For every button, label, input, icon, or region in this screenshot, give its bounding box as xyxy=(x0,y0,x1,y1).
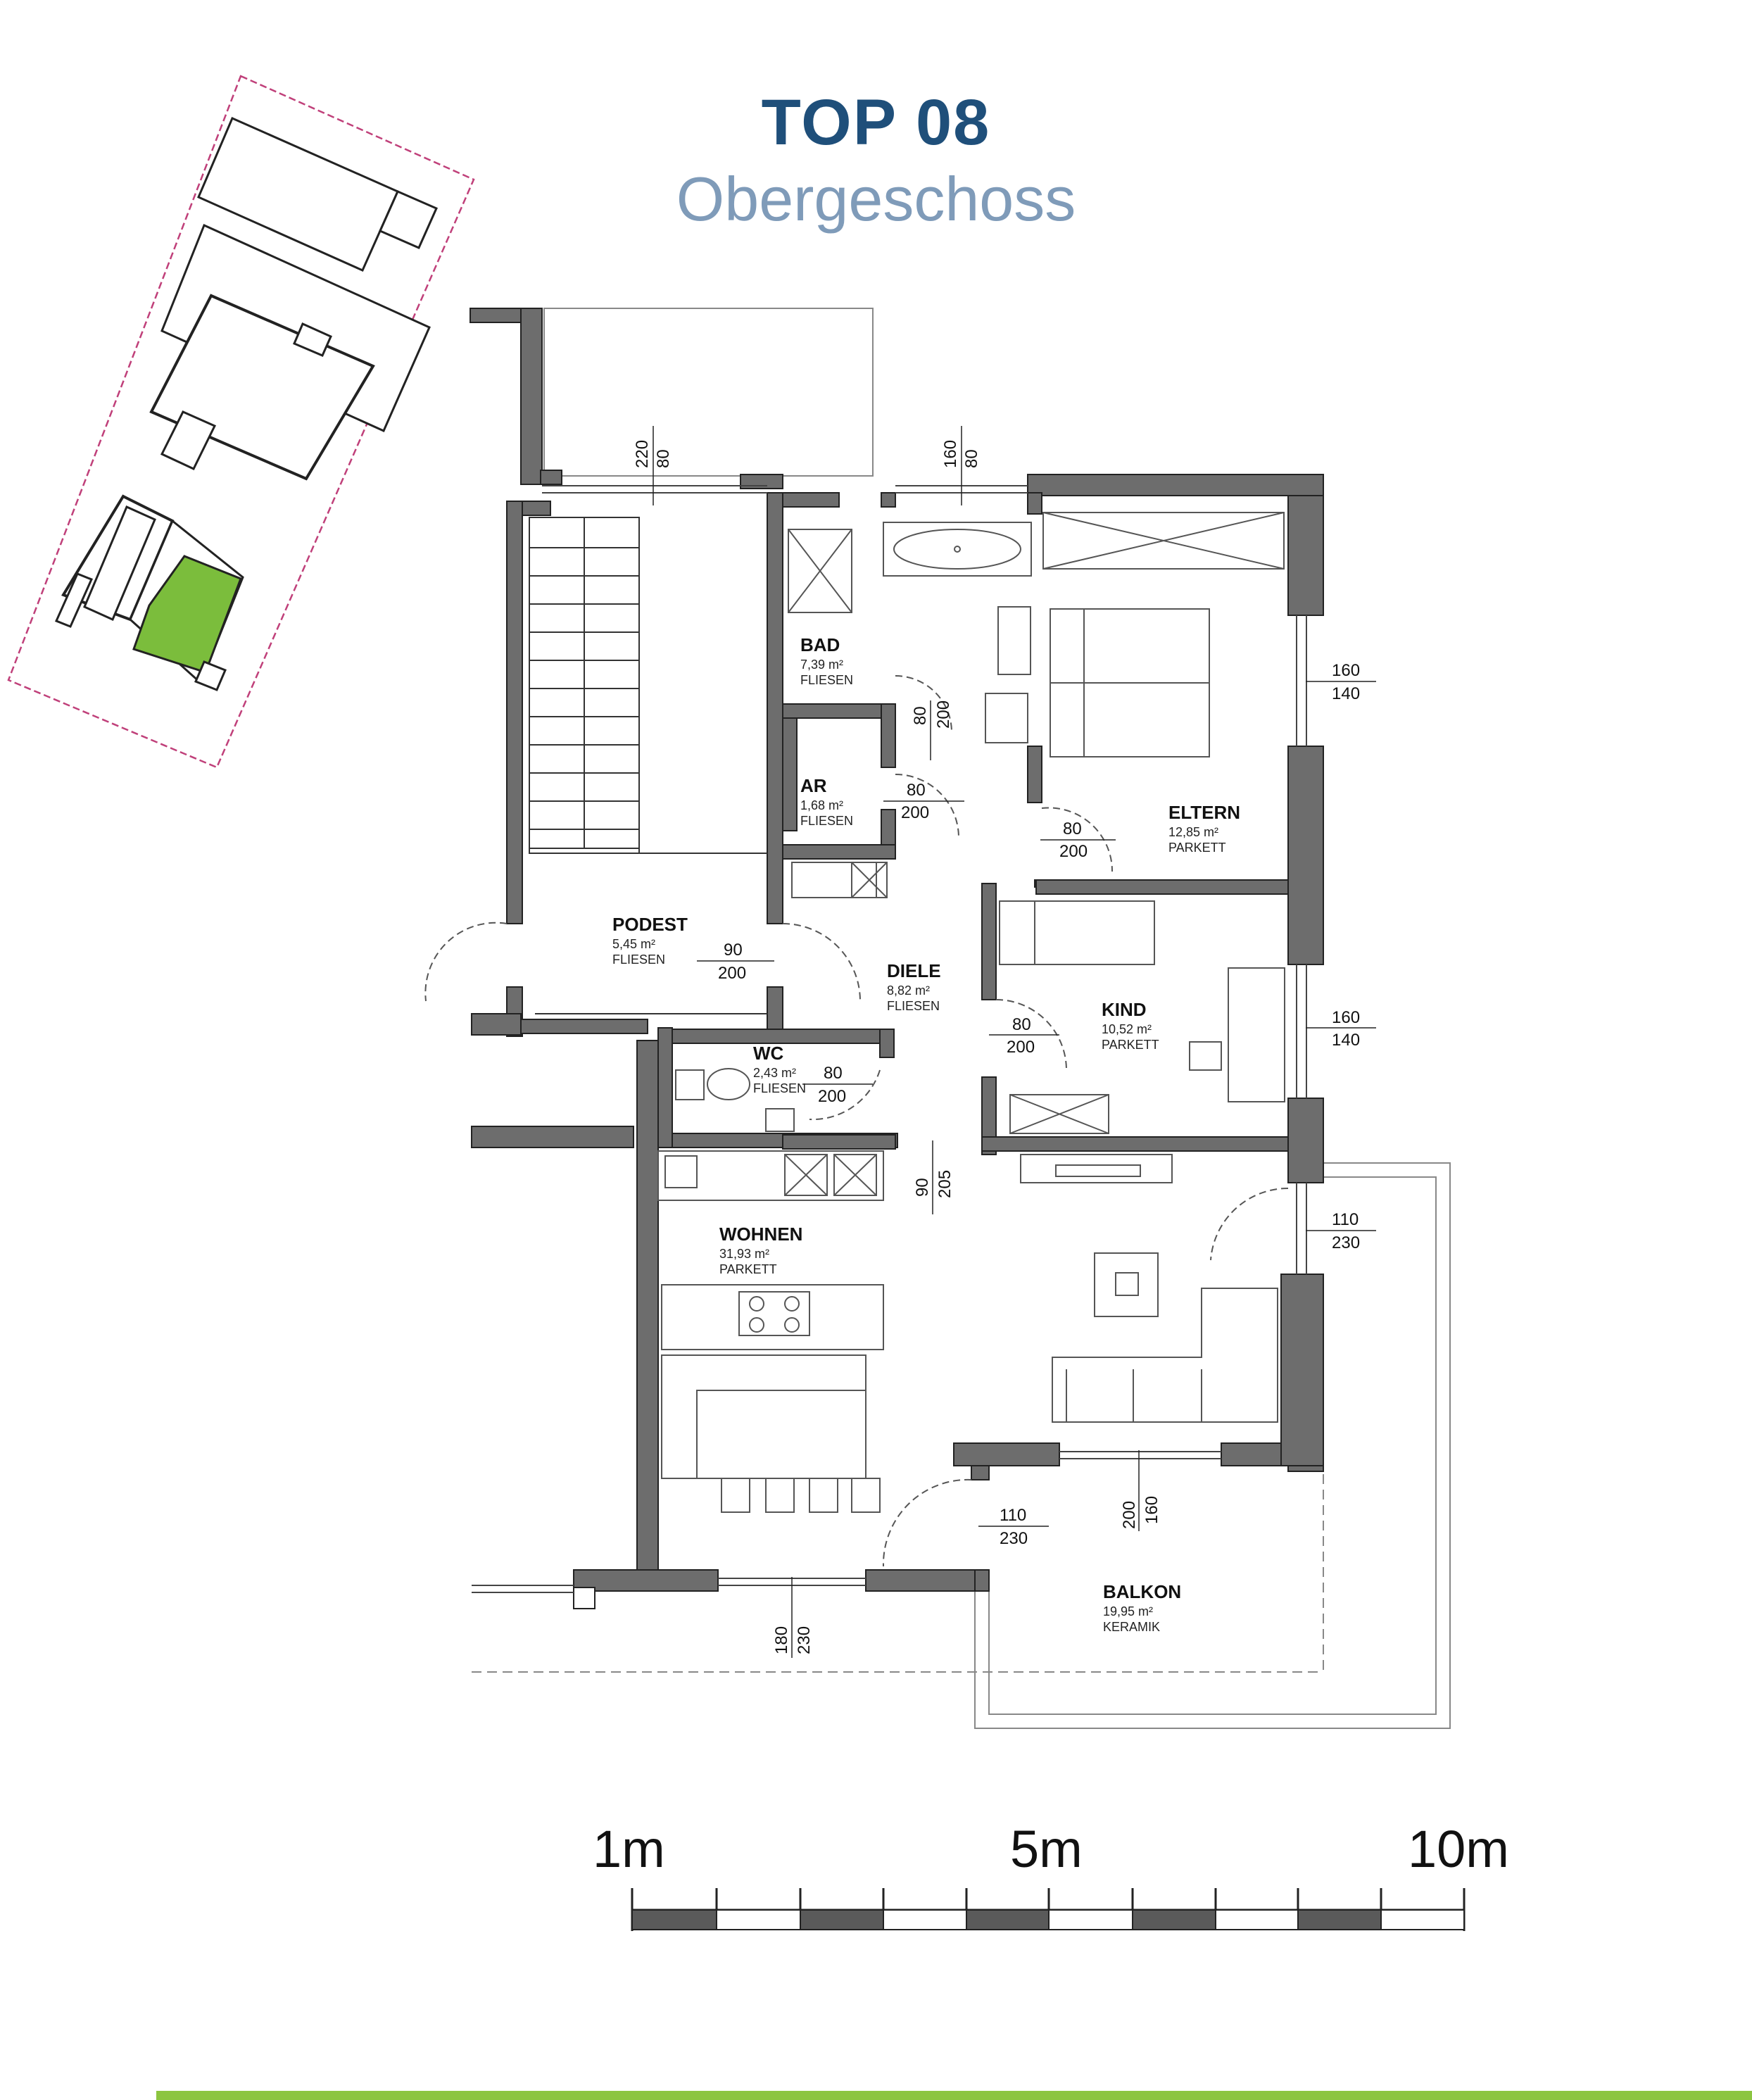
svg-text:140: 140 xyxy=(1332,684,1360,703)
svg-text:WOHNEN: WOHNEN xyxy=(719,1224,802,1245)
svg-text:8,82 m²: 8,82 m² xyxy=(887,983,930,998)
svg-text:200: 200 xyxy=(718,964,746,983)
svg-text:110: 110 xyxy=(1000,1506,1026,1525)
svg-text:FLIESEN: FLIESEN xyxy=(612,952,665,967)
unit-highlight xyxy=(132,555,242,674)
svg-text:FLIESEN: FLIESEN xyxy=(800,673,853,687)
furniture xyxy=(657,512,1285,1513)
svg-text:DIELE: DIELE xyxy=(887,960,941,981)
door-swings xyxy=(424,675,1289,1567)
svg-text:160: 160 xyxy=(1142,1496,1161,1524)
svg-text:200: 200 xyxy=(901,803,929,822)
svg-text:230: 230 xyxy=(1332,1233,1360,1252)
svg-text:160: 160 xyxy=(1332,661,1360,680)
svg-text:PARKETT: PARKETT xyxy=(719,1262,777,1276)
svg-text:80: 80 xyxy=(907,781,926,800)
svg-text:BAD: BAD xyxy=(800,634,840,655)
scale-label-5m: 5m xyxy=(1010,1820,1083,1878)
svg-text:FLIESEN: FLIESEN xyxy=(887,999,940,1013)
svg-text:19,95 m²: 19,95 m² xyxy=(1103,1604,1153,1618)
svg-text:80: 80 xyxy=(1063,819,1082,838)
svg-text:200: 200 xyxy=(1007,1038,1035,1057)
svg-text:ELTERN: ELTERN xyxy=(1168,802,1240,823)
svg-text:200: 200 xyxy=(934,700,953,729)
svg-text:80: 80 xyxy=(962,449,981,468)
svg-text:FLIESEN: FLIESEN xyxy=(800,814,853,828)
room-eltern: ELTERN 12,85 m² PARKETT xyxy=(1168,802,1240,855)
site-key-map xyxy=(7,75,475,769)
svg-text:FLIESEN: FLIESEN xyxy=(753,1081,806,1095)
svg-text:90: 90 xyxy=(913,1178,932,1197)
svg-text:205: 205 xyxy=(935,1170,954,1198)
svg-text:220: 220 xyxy=(633,440,652,468)
svg-text:200: 200 xyxy=(1120,1501,1139,1529)
svg-text:KERAMIK: KERAMIK xyxy=(1103,1620,1160,1634)
svg-text:140: 140 xyxy=(1332,1031,1360,1050)
svg-text:90: 90 xyxy=(724,941,743,960)
svg-text:10,52 m²: 10,52 m² xyxy=(1102,1022,1152,1036)
svg-text:200: 200 xyxy=(1059,842,1088,861)
svg-text:80: 80 xyxy=(911,706,930,725)
svg-text:1,68 m²: 1,68 m² xyxy=(800,798,843,812)
svg-text:180: 180 xyxy=(772,1626,791,1654)
scale-bar: 1m 5m 10m xyxy=(593,1820,1509,1931)
room-ar: AR 1,68 m² FLIESEN xyxy=(800,775,853,828)
svg-text:80: 80 xyxy=(824,1064,843,1083)
scale-label-1m: 1m xyxy=(593,1820,665,1878)
svg-text:160: 160 xyxy=(941,440,960,468)
svg-text:KIND: KIND xyxy=(1102,999,1147,1020)
svg-text:WC: WC xyxy=(753,1043,784,1064)
svg-text:AR: AR xyxy=(800,775,827,796)
staircase xyxy=(529,517,767,1014)
room-balkon: BALKON 19,95 m² KERAMIK xyxy=(1103,1581,1181,1634)
svg-text:7,39 m²: 7,39 m² xyxy=(800,658,843,672)
balcony-outlines xyxy=(472,308,1451,1729)
svg-text:80: 80 xyxy=(654,449,673,468)
svg-text:BALKON: BALKON xyxy=(1103,1581,1181,1602)
svg-text:110: 110 xyxy=(1332,1210,1359,1229)
svg-text:PARKETT: PARKETT xyxy=(1168,841,1226,855)
walls xyxy=(469,308,1324,1609)
floor-subtitle: Obergeschoss xyxy=(676,164,1076,234)
svg-text:12,85 m²: 12,85 m² xyxy=(1168,825,1218,839)
svg-text:200: 200 xyxy=(818,1087,846,1106)
svg-text:160: 160 xyxy=(1332,1008,1360,1027)
scale-label-10m: 10m xyxy=(1408,1820,1509,1878)
svg-text:2,43 m²: 2,43 m² xyxy=(753,1066,796,1080)
svg-text:31,93 m²: 31,93 m² xyxy=(719,1247,769,1261)
plan-title: TOP 08 xyxy=(761,87,991,158)
svg-text:PARKETT: PARKETT xyxy=(1102,1038,1159,1052)
svg-text:PODEST: PODEST xyxy=(612,914,688,935)
footer-green-bar xyxy=(156,2091,1752,2100)
svg-text:80: 80 xyxy=(1012,1015,1031,1034)
svg-text:230: 230 xyxy=(1000,1529,1028,1548)
svg-text:230: 230 xyxy=(795,1626,814,1654)
room-kind: KIND 10,52 m² PARKETT xyxy=(1102,999,1159,1052)
svg-text:5,45 m²: 5,45 m² xyxy=(612,937,655,951)
